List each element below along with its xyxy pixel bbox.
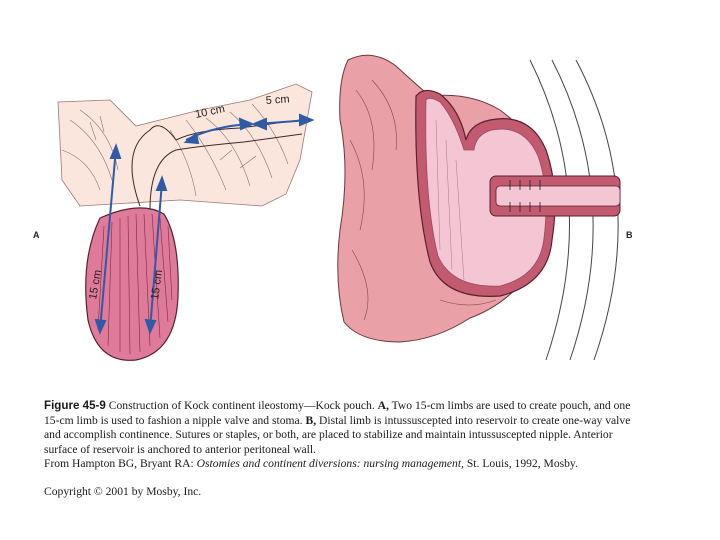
panel-b-illustration <box>338 55 620 360</box>
caption-source: From Hampton BG, Bryant RA: Ostomies and… <box>44 457 644 472</box>
figure-number: Figure 45-9 <box>44 399 106 412</box>
source-suffix: St. Louis, 1992, Mosby. <box>467 457 578 470</box>
dim-5cm-label: 5 cm <box>265 93 290 107</box>
panel-a-illustration: 10 cm 5 cm 15 cm 15 cm <box>58 84 312 360</box>
panel-b-letter: B <box>626 230 633 240</box>
panel-a-letter: A <box>33 230 40 240</box>
caption-text-1: Construction of Kock continent ileostomy… <box>109 399 375 412</box>
caption-b-label: B, <box>305 414 316 427</box>
caption-body: Figure 45-9 Construction of Kock contine… <box>44 399 644 457</box>
copyright-notice: Copyright © 2001 by Mosby, Inc. <box>44 485 201 498</box>
figure-illustration: 10 cm 5 cm 15 cm 15 cm <box>0 0 720 380</box>
source-prefix: From Hampton BG, Bryant RA: <box>44 457 194 470</box>
source-title: Ostomies and continent diversions: nursi… <box>197 457 464 470</box>
caption-a-label: A, <box>378 399 389 412</box>
figure-caption: Figure 45-9 Construction of Kock contine… <box>44 399 644 472</box>
